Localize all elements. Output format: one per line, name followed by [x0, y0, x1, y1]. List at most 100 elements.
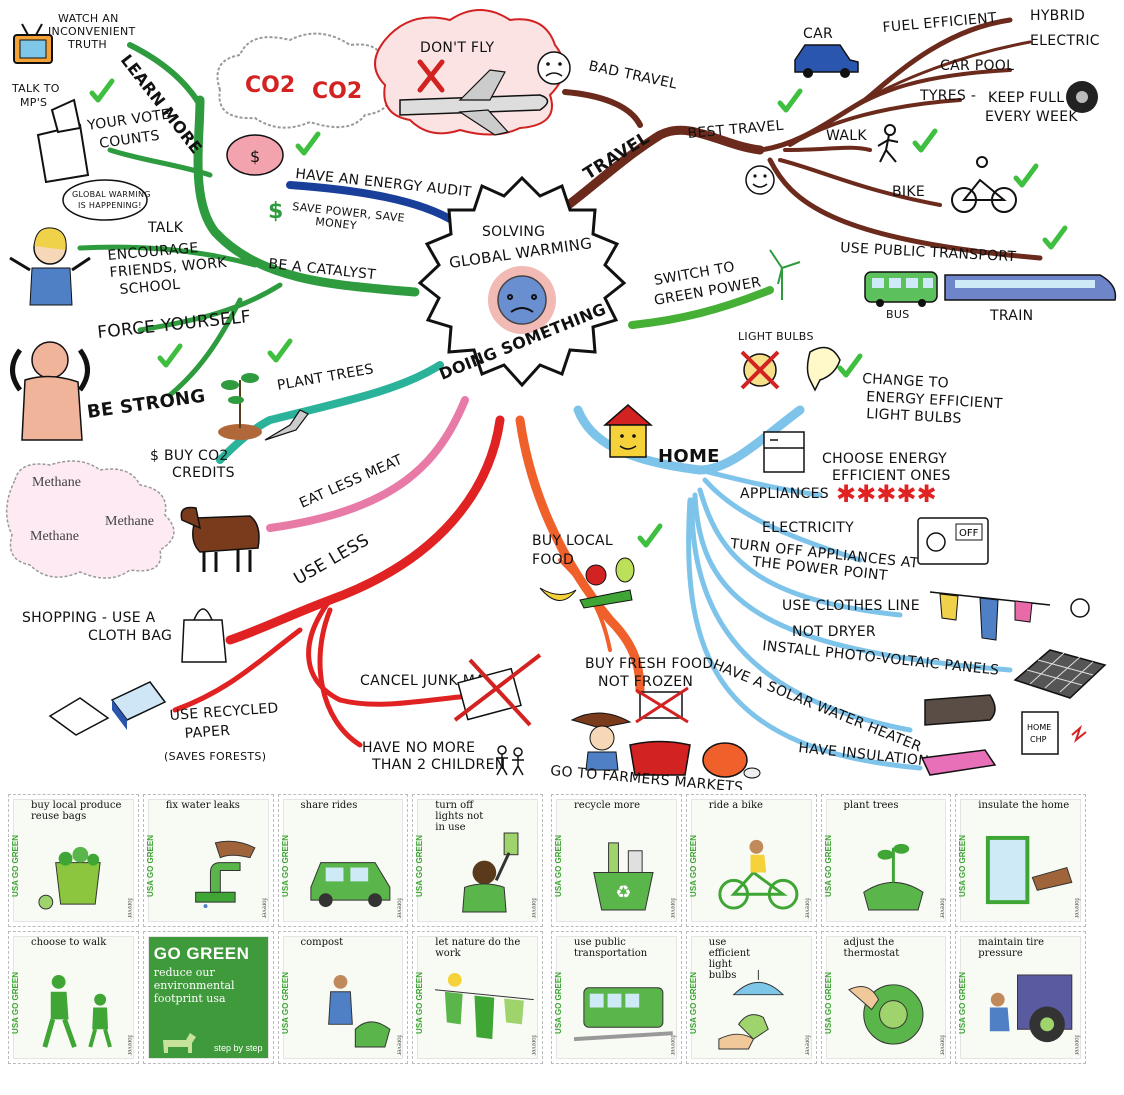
strongman-icon	[10, 341, 90, 441]
talkto-line2: MP'S	[20, 96, 47, 109]
talk-label: TALK	[147, 220, 184, 236]
child-switch-icon	[462, 832, 519, 913]
stamp-forever: forever	[938, 1034, 947, 1055]
talkto-line1: TALK TO	[11, 82, 60, 95]
stamp-light-bulbs: USA GO GREEN use efficient light bulbs f…	[685, 931, 817, 1064]
stamp-forever: forever	[395, 1034, 404, 1055]
stamp-forever: forever	[530, 1034, 538, 1055]
co2-text-1: CO2	[245, 73, 295, 98]
stamp-caption: recycle more	[574, 800, 641, 811]
solar-heater-icon	[924, 694, 996, 726]
stamp-forever: forever	[668, 1034, 677, 1055]
stamp-forever: forever	[125, 1034, 134, 1055]
stamp-forever: forever	[803, 1034, 812, 1055]
stamp-forever: forever	[125, 897, 134, 918]
produce-bag-icon	[38, 846, 101, 910]
ballot-box-icon	[36, 98, 90, 184]
stamp-recycle: USA GO GREEN recycle more ♻ forever	[551, 794, 682, 927]
stamp-public-transport: USA GO GREEN use public transportation f…	[551, 931, 682, 1064]
stamp-forever: forever	[530, 897, 538, 918]
stamp-side-label: USA GO GREEN	[280, 972, 290, 1034]
carpool-label: CAR POOL	[940, 58, 1014, 74]
faucet-icon	[194, 840, 256, 909]
dont-fly-label: DON'T FLY	[420, 40, 495, 56]
house-icon	[602, 404, 654, 458]
clothes-label: USE CLOTHES LINE	[782, 598, 920, 614]
plant-label: PLANT TREES	[276, 361, 375, 394]
stamp-panel-right: USA GO GREEN recycle more ♻ forever USA …	[551, 794, 1086, 1064]
train-icon	[944, 274, 1117, 301]
stamp-caption: adjust the thermostat	[843, 937, 900, 959]
stamp-caption: share rides	[300, 800, 358, 811]
stamp-forever: forever	[260, 897, 269, 918]
learn-more-branch	[77, 42, 420, 398]
food-branch	[515, 415, 645, 695]
strong-check-icon	[160, 346, 180, 365]
local-line2: FOOD	[532, 552, 574, 568]
energy-branch	[286, 181, 459, 226]
bad-travel-label: BAD TRAVEL	[587, 58, 678, 92]
local-check-icon	[640, 526, 660, 545]
stamp-turn-off-lights: USA GO GREEN turn off lights not in use …	[412, 794, 543, 927]
appliance-icon	[763, 431, 805, 473]
cyclist-icon	[718, 839, 799, 910]
woman-icon	[9, 227, 91, 306]
use-less-branch	[172, 415, 505, 748]
electricity-label: ELECTRICITY	[762, 520, 854, 536]
walk-label: WALK	[826, 128, 867, 144]
watch-line2: INCONVENIENT	[48, 25, 136, 38]
meat-label: EAT LESS MEAT	[297, 452, 405, 512]
stick-figures-icon	[496, 745, 524, 776]
wind-turbine-icon	[769, 249, 801, 300]
farmer-icon	[570, 712, 632, 771]
walk-check-icon	[915, 131, 935, 150]
old-bulb-icon	[740, 350, 780, 390]
trowel-icon	[264, 409, 309, 441]
stamp-caption: turn off lights not in use	[435, 800, 484, 833]
stamp-forever: forever	[668, 897, 677, 918]
lamp-bulb-icon	[718, 970, 785, 1050]
bubble-line2: IS HAPPENING!	[78, 201, 142, 210]
choose-line1: CHOOSE ENERGY	[822, 451, 947, 467]
airplane-icon	[399, 69, 549, 136]
stamp-caption: insulate the home	[978, 800, 1070, 811]
bubble-line1: GLOBAL WARMING	[72, 190, 151, 199]
stamp-side-label: USA GO GREEN	[415, 972, 425, 1034]
meat-branch	[266, 396, 469, 532]
methane-text-3: Methane	[30, 529, 79, 544]
stars-icon: ✱✱✱✱✱	[836, 480, 937, 508]
thermostat-icon	[847, 984, 923, 1045]
paper-line1: USE RECYCLED	[169, 700, 279, 724]
stamp-caption: buy local produce reuse bags	[31, 800, 122, 822]
tyre-icon	[1066, 81, 1098, 113]
frozen-box-icon	[635, 686, 689, 724]
save-line2: MONEY	[315, 215, 358, 232]
cfl-bulb-icon	[806, 346, 841, 392]
fuel-label: FUEL EFFICIENT	[882, 10, 998, 36]
watch-line1: WATCH AN	[58, 12, 119, 25]
home-branch	[573, 405, 1013, 771]
stamp-caption: use public transportation	[574, 937, 648, 959]
stamp-caption: ride a bike	[708, 800, 763, 811]
paper-stack-icon	[48, 681, 167, 736]
co2-cloud-icon: CO2 CO2	[216, 32, 391, 129]
clothes-line-icon	[929, 591, 1090, 641]
stamp-caption: let nature do the work	[435, 937, 521, 959]
bike-label: BIKE	[892, 184, 925, 200]
plant-check-icon	[270, 341, 290, 360]
electric-label: ELECTRIC	[1030, 33, 1100, 49]
mind-map: SOLVING GLOBAL WARMING DOING SOMETHING W…	[6, 8, 1117, 790]
children-line1: HAVE NO MORE	[362, 740, 475, 756]
smiley-icon	[745, 165, 775, 195]
earth-icon	[497, 275, 547, 325]
bus-icon	[864, 271, 938, 307]
stamp-side-label: USA GO GREEN	[688, 972, 698, 1034]
force-label: FORCE YOURSELF	[96, 307, 251, 343]
bike-check-icon	[1016, 166, 1036, 185]
train-label: TRAIN	[989, 308, 1033, 324]
window-caulk-icon	[986, 835, 1073, 905]
off-label: OFF	[959, 528, 979, 539]
stamp-caption: use efficient light bulbs	[708, 937, 751, 981]
sad-face-icon	[537, 51, 571, 85]
stamp-forever: forever	[395, 897, 404, 918]
